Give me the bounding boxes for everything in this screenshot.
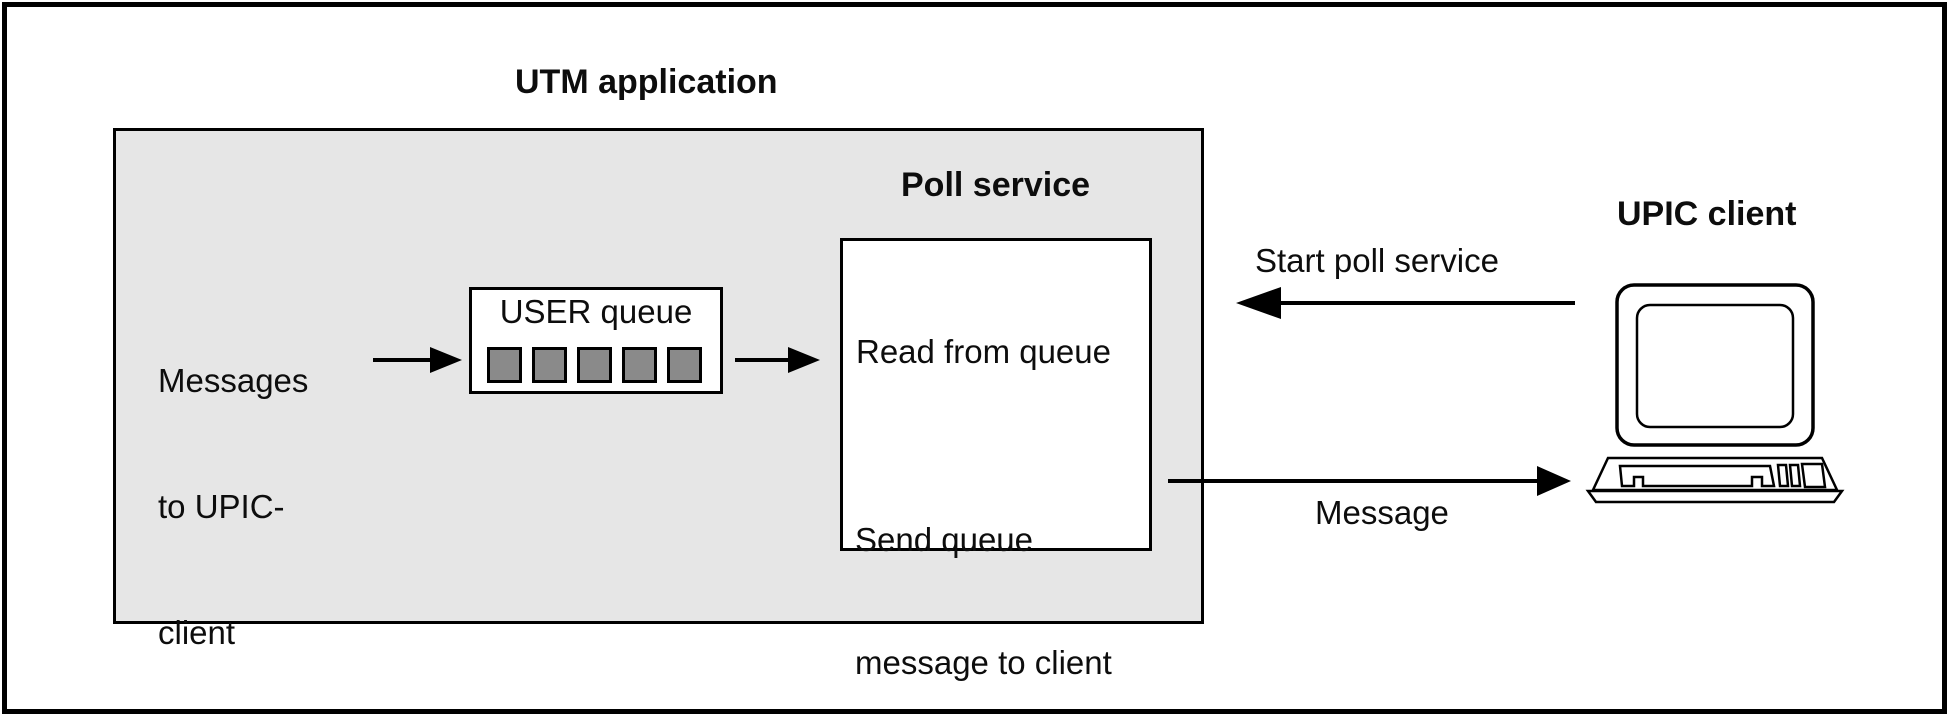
start-poll-service-label: Start poll service	[1255, 242, 1499, 279]
user-queue-label: USER queue	[499, 293, 693, 330]
read-from-queue-label: Read from queue	[856, 333, 1111, 370]
queue-square	[487, 347, 522, 383]
utm-application-title: UTM application	[515, 63, 778, 101]
queue-message-squares	[487, 347, 702, 383]
messages-to-upic-client-label: Messages to UPIC- client	[158, 276, 308, 721]
messages-line2: to UPIC-	[158, 488, 285, 525]
send-queue-line2: message to client	[855, 644, 1112, 681]
message-label: Message	[1315, 494, 1449, 531]
user-queue-box: USER queue	[469, 287, 723, 394]
queue-square	[577, 347, 612, 383]
queue-square	[622, 347, 657, 383]
send-queue-message-label: Send queue message to client	[855, 437, 1112, 721]
messages-line3: client	[158, 614, 236, 651]
queue-square	[532, 347, 567, 383]
messages-line1: Messages	[158, 362, 309, 399]
send-queue-line1: Send queue	[855, 521, 1034, 558]
upic-client-title: UPIC client	[1617, 195, 1797, 233]
poll-service-box	[840, 238, 1152, 551]
queue-square	[667, 347, 702, 383]
poll-service-title: Poll service	[901, 166, 1091, 204]
